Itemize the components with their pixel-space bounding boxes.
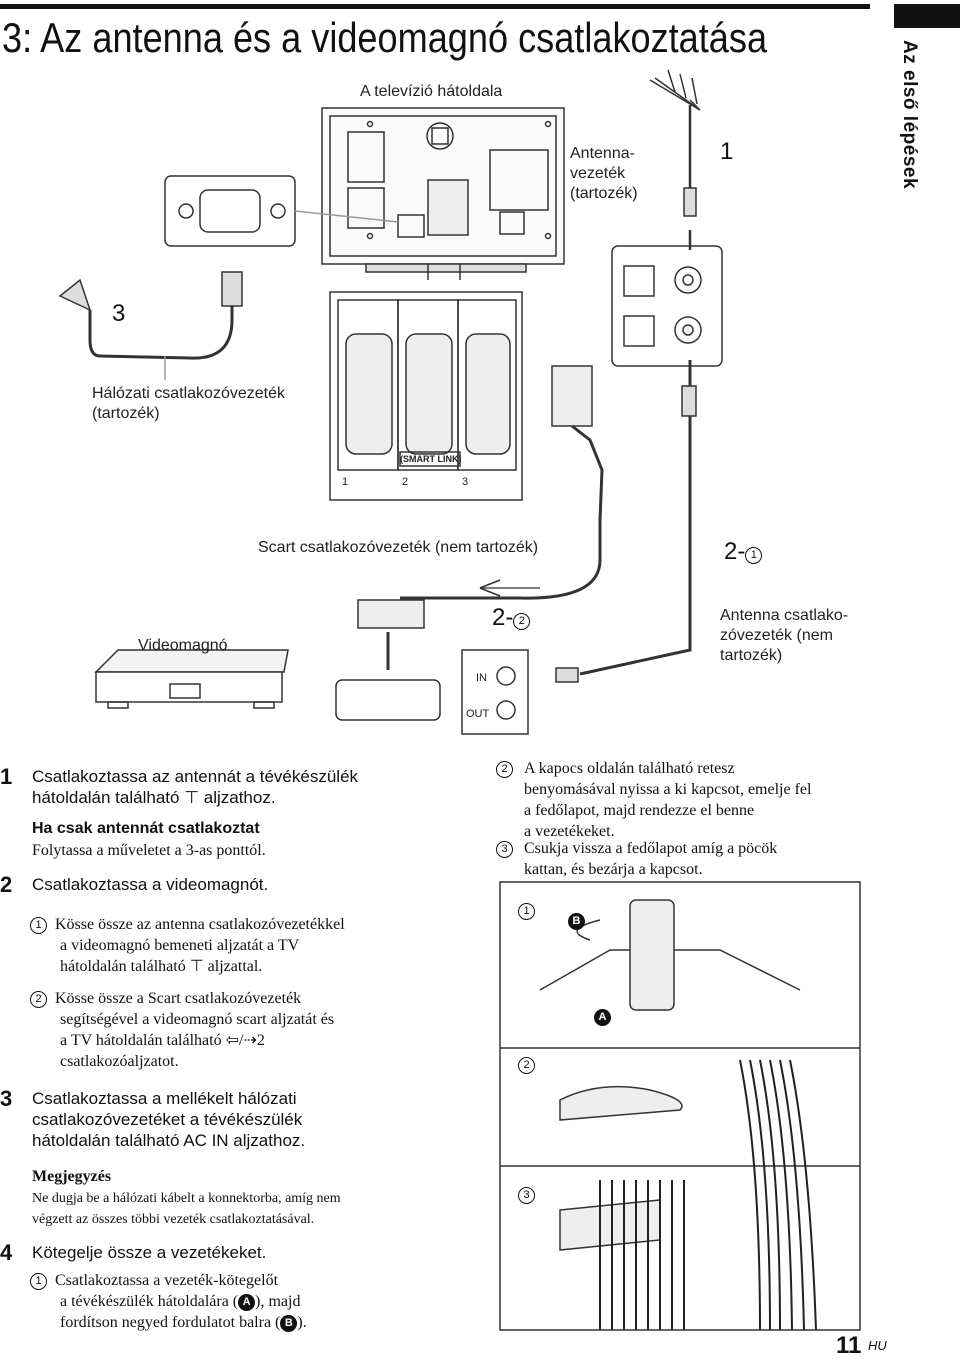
step2-2-marker: 2-2 bbox=[492, 604, 531, 632]
power-cord-label: Hálózati csatlakozóvezeték (tartozék) bbox=[92, 385, 285, 422]
step-3-text: Csatlakoztassa a mellékelt hálózati csat… bbox=[32, 1089, 306, 1150]
step-2-sub-2: 2 Kösse össze a Scart csatlakozóvezeték … bbox=[30, 988, 430, 1072]
side-tab-label: Az első lépések bbox=[899, 40, 920, 190]
step-1-note-body: Folytassa a műveletet a 3-as ponttól. bbox=[32, 842, 266, 859]
smart-link-icon: ⇢ bbox=[243, 1032, 257, 1049]
figure-label-B: B bbox=[568, 910, 585, 931]
right-sub-2: 2 A kapocs oldalán található retesz beny… bbox=[496, 758, 876, 840]
note-body: Ne dugja be a hálózati kábelt a konnekto… bbox=[32, 1191, 341, 1227]
side-tab-marker bbox=[894, 4, 960, 28]
step-4-sub-1: 1 Csatlakoztassa a vezeték-kötegelőt a t… bbox=[30, 1270, 450, 1333]
page-number: 11 bbox=[836, 1332, 862, 1359]
step-2-text: Csatlakoztassa a videomagnót. bbox=[32, 875, 269, 894]
header-rule bbox=[0, 4, 870, 9]
smart-link-label: (SMART LINK) bbox=[400, 454, 462, 464]
scart-num-3: 3 bbox=[462, 476, 469, 488]
antenna-in-icon: ⊤ bbox=[184, 788, 200, 807]
scart-input-icon: ⇦ bbox=[225, 1032, 239, 1049]
figure-label-A: A bbox=[594, 1006, 611, 1027]
step-2-number: 2 bbox=[0, 872, 13, 897]
step-1-note-heading: Ha csak antennát csatlakoztat bbox=[32, 820, 260, 837]
antenna-out-icon: ⊤ bbox=[189, 958, 204, 975]
tv-back-label: A televízió hátoldala bbox=[360, 83, 503, 100]
step1-marker: 1 bbox=[720, 138, 734, 165]
vcr-out-label: OUT bbox=[466, 708, 490, 720]
step3-marker: 3 bbox=[112, 300, 126, 327]
figure-label-1: 1 bbox=[518, 900, 535, 921]
scart-num-2: 2 bbox=[402, 476, 409, 488]
step-3-number: 3 bbox=[0, 1086, 13, 1111]
step-4-number: 4 bbox=[0, 1240, 13, 1265]
figure-label-3: 3 bbox=[518, 1184, 535, 1205]
antenna-jack-panel bbox=[611, 245, 723, 367]
vcr-label: Videomagnó bbox=[138, 637, 228, 654]
vcr-in-label: IN bbox=[476, 672, 487, 684]
step2-1-marker: 2-1 bbox=[724, 538, 763, 566]
page-language: HU bbox=[868, 1338, 887, 1353]
step-2-sub-1: 1 Kösse össze az antenna csatlakozóvezet… bbox=[30, 914, 430, 977]
antenna-cable-label: Antenna- vezeték (tartozék) bbox=[570, 145, 638, 202]
step-1-number: 1 bbox=[0, 764, 13, 789]
antenna-connection-cable-label: Antenna csatlako- zóvezeték (nem tartozé… bbox=[720, 607, 849, 664]
ac-in-detail bbox=[164, 175, 296, 247]
scart-num-1: 1 bbox=[342, 476, 349, 488]
scart-cable-label: Scart csatlakozóvezeték (nem tartozék) bbox=[258, 539, 539, 556]
page-title: 3: Az antenna és a videomagnó csatlakozt… bbox=[2, 14, 768, 61]
step-1-text: Csatlakoztassa az antennát a tévékészülé… bbox=[32, 767, 359, 807]
figure-label-2: 2 bbox=[518, 1054, 535, 1075]
note-heading: Megjegyzés bbox=[32, 1168, 112, 1185]
right-sub-3: 3 Csukja vissza a fedőlapot amíg a pöcök… bbox=[496, 838, 876, 878]
step-4-text: Kötegelje össze a vezetékeket. bbox=[32, 1243, 267, 1262]
